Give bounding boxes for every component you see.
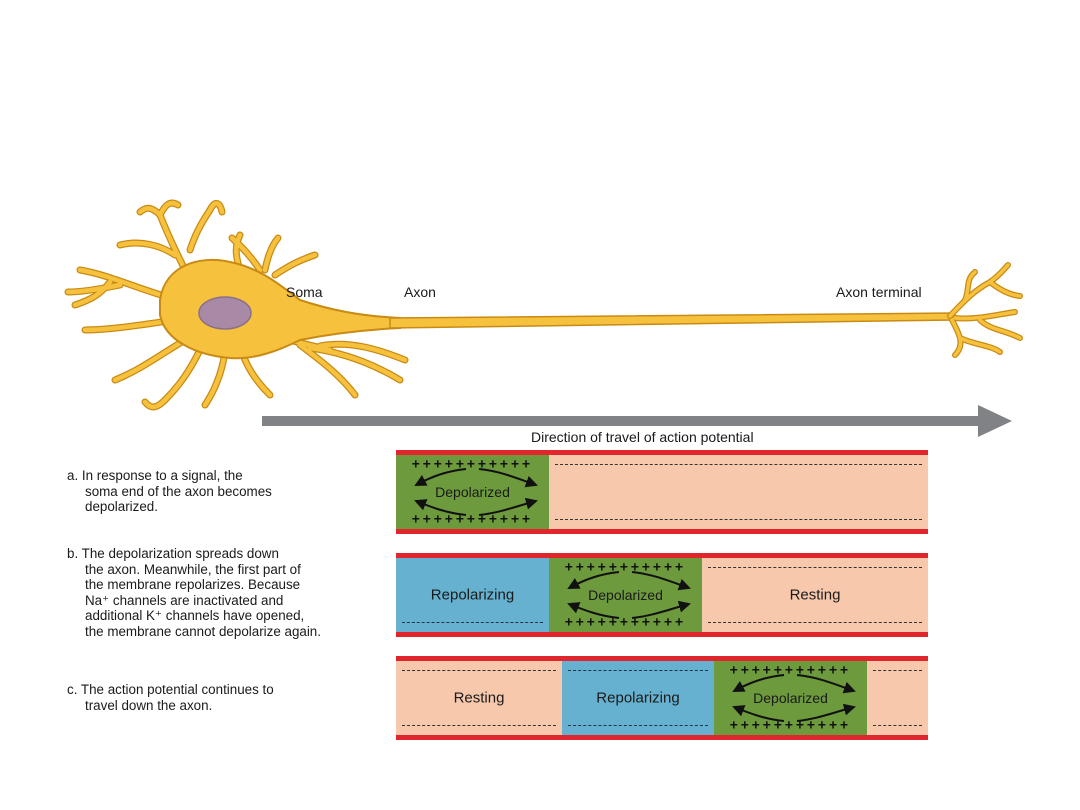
resting-segment: Resting <box>702 558 928 632</box>
description-a: a. In response to a signal, the soma end… <box>67 468 272 515</box>
description-a-line: soma end of the axon becomes <box>85 483 272 499</box>
axon-panel-c: Resting Repolarizing +++++++++++ +++++++… <box>396 656 928 740</box>
description-a-line: a. In response to a signal, the <box>67 468 243 483</box>
direction-arrow <box>262 405 1012 437</box>
description-b-line: Na⁺ channels are inactivated and <box>85 592 284 608</box>
membrane-bottom <box>396 735 928 740</box>
description-b-line: the membrane cannot depolarize again. <box>85 623 321 639</box>
plus-charges-bottom: +++++++++++ <box>564 615 687 630</box>
current-arrows <box>732 674 856 722</box>
depolarized-segment: +++++++++++ +++++++++++ Depolarized <box>549 558 702 632</box>
axon-panel-a: +++++++++++ +++++++++++ Depolarized <box>396 450 928 534</box>
description-c-line: c. The action potential continues to <box>67 682 274 697</box>
axon-fiber <box>389 312 956 329</box>
description-b: b. The depolarization spreads down the a… <box>67 546 321 639</box>
membrane-bottom <box>396 632 928 637</box>
depolarized-segment: +++++++++++ +++++++++++ Depolarized <box>714 661 867 735</box>
resting-segment <box>549 455 928 529</box>
plus-charges-top: +++++++++++ <box>729 663 852 678</box>
repolarizing-label: Repolarizing <box>596 689 680 707</box>
soma-label: Soma <box>286 284 323 300</box>
plus-charges-bottom: +++++++++++ <box>411 512 534 527</box>
axon-panel-b: Repolarizing +++++++++++ +++++++++++ Dep… <box>396 553 928 637</box>
current-arrows <box>414 468 538 516</box>
nucleus <box>198 296 252 330</box>
neuron-illustration <box>64 199 1023 437</box>
current-arrows <box>567 571 691 619</box>
description-b-line: the membrane repolarizes. Because <box>85 577 301 592</box>
depolarized-label: Depolarized <box>435 484 510 500</box>
plus-charges-bottom: +++++++++++ <box>729 718 852 733</box>
membrane-bottom <box>396 529 928 534</box>
depolarized-label: Depolarized <box>753 690 828 706</box>
depolarized-segment: +++++++++++ +++++++++++ Depolarized <box>396 455 549 529</box>
resting-segment-tail <box>867 661 928 735</box>
description-b-line: b. The depolarization spreads down <box>67 546 279 561</box>
description-c-line: travel down the axon. <box>85 697 213 713</box>
depolarized-label: Depolarized <box>588 587 663 603</box>
resting-label: Resting <box>453 689 505 707</box>
axon-label: Axon <box>404 284 436 300</box>
direction-label: Direction of travel of action potential <box>531 429 754 445</box>
plus-charges-top: +++++++++++ <box>564 560 687 575</box>
membrane-top <box>396 553 928 558</box>
membrane-top <box>396 450 928 455</box>
axon-terminal-label: Axon terminal <box>836 284 922 300</box>
repolarizing-segment: Repolarizing <box>562 661 714 735</box>
description-a-line: depolarized. <box>85 499 158 514</box>
membrane-top <box>396 656 928 661</box>
resting-segment: Resting <box>396 661 562 735</box>
description-c: c. The action potential continues to tra… <box>67 682 274 713</box>
resting-label: Resting <box>789 586 841 604</box>
repolarizing-segment: Repolarizing <box>396 558 549 632</box>
plus-charges-top: +++++++++++ <box>411 457 534 472</box>
repolarizing-label: Repolarizing <box>430 586 515 604</box>
description-b-line: the axon. Meanwhile, the first part of <box>85 561 301 577</box>
description-b-line: additional K⁺ channels have opened, <box>85 608 305 623</box>
